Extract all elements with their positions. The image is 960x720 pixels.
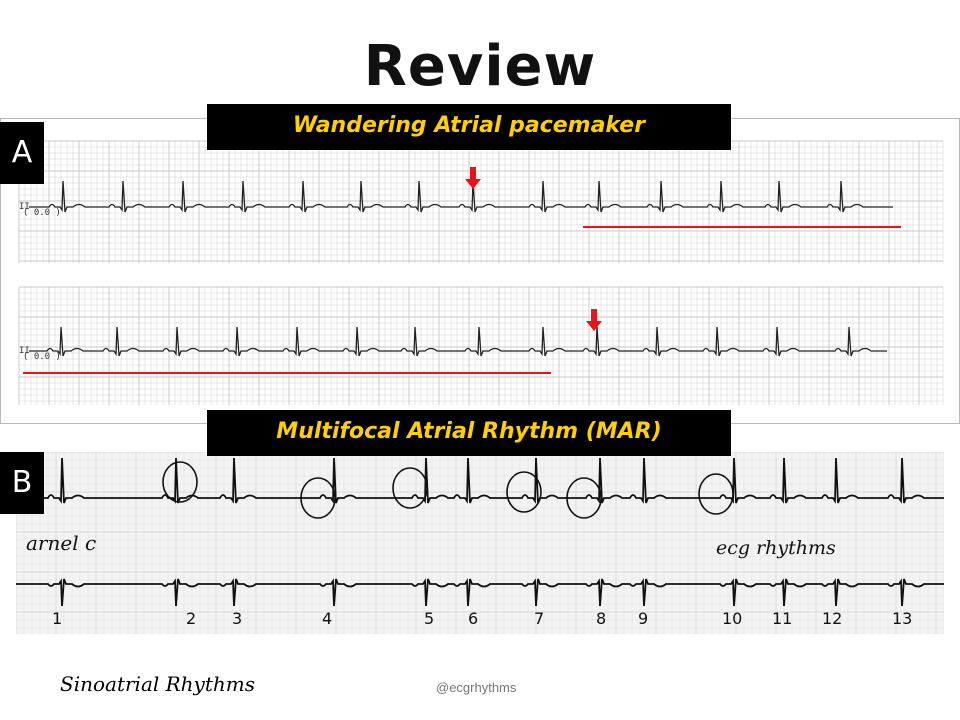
calibration-top: ( 0.0 ) (23, 208, 61, 218)
beat-number: 11 (772, 609, 792, 628)
beat-number: 6 (468, 609, 478, 628)
page-title: Review (363, 34, 597, 99)
banner-wandering-atrial-pacemaker: Wandering Atrial pacemaker (207, 104, 731, 150)
ecg-strip-a-graphic: II ( 0.0 ) II ( 0.0 ) (18, 140, 944, 405)
ecg-strip-a: II ( 0.0 ) II ( 0.0 ) (0, 118, 960, 424)
ecg-trace-b-lower (16, 578, 944, 607)
handwriting-ecg-rhythms: ecg rhythms (716, 537, 836, 559)
beat-number: 3 (232, 609, 242, 628)
ecg-trace-bottom (29, 326, 887, 357)
lead-label-top: II (19, 202, 30, 212)
lead-label-bottom: II (19, 346, 30, 356)
ecg-trace-b-upper (16, 457, 944, 504)
beat-number: 2 (186, 609, 196, 628)
beat-number: 5 (424, 609, 434, 628)
banner-multifocal-atrial-rhythm: Multifocal Atrial Rhythm (MAR) (207, 410, 731, 456)
panel-label-b: B (0, 452, 44, 514)
hand-drawn-circle (566, 477, 602, 519)
beat-number: 12 (822, 609, 842, 628)
panel-label-a: A (0, 122, 44, 184)
hand-drawn-circle (698, 473, 734, 515)
beat-number: 7 (534, 609, 544, 628)
calibration-bottom: ( 0.0 ) (23, 352, 61, 362)
ecg-trace-top (29, 180, 893, 213)
hand-drawn-circle (392, 467, 428, 509)
beat-number: 13 (892, 609, 912, 628)
hand-drawn-circle (506, 471, 542, 513)
beat-number: 10 (722, 609, 742, 628)
red-arrow-top-head (465, 179, 481, 189)
red-arrow-top-shaft (470, 167, 476, 179)
red-arrow-bottom-shaft (591, 309, 597, 321)
beat-number: 1 (52, 609, 62, 628)
handwriting-name: arnel c (26, 531, 96, 555)
beat-number: 4 (322, 609, 332, 628)
beat-number: 8 (596, 609, 606, 628)
hand-drawn-circle (300, 477, 336, 519)
beat-number: 9 (638, 609, 648, 628)
red-arrow-bottom-head (586, 321, 602, 331)
hand-drawn-circle (162, 461, 198, 503)
footer-topic: Sinoatrial Rhythms (60, 672, 255, 696)
footer-handle: @ecgrhythms (436, 680, 517, 695)
